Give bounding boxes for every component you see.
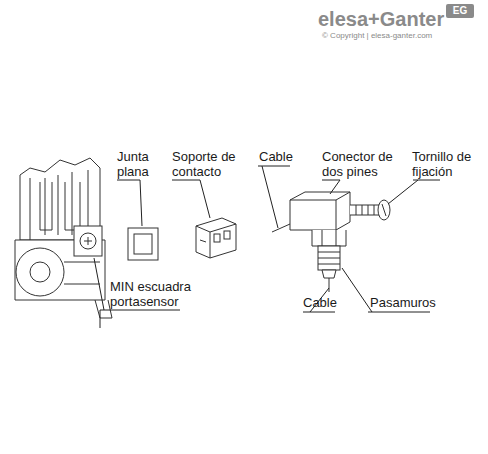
part-label: Conector de dos pines (322, 150, 402, 180)
leader-lines (94, 166, 440, 328)
logo-text: elesa+Ganter (318, 8, 444, 31)
part-label: MIN escuadra portasensor (110, 280, 198, 310)
flat-gasket (128, 228, 158, 260)
contact-holder (196, 218, 236, 258)
logo-text: © Copyright | elesa-ganter.com (322, 31, 432, 40)
part-label: Cable (259, 150, 293, 165)
part-label: Pasamuros (370, 296, 436, 311)
part-label: Tornillo de fijación (412, 150, 484, 180)
part-label: Junta plana (117, 150, 165, 180)
connector (272, 192, 390, 292)
logo-badge (446, 4, 474, 18)
logo-text: EG (449, 5, 471, 17)
part-label: Soporte de contacto (172, 150, 244, 180)
sensor-bracket (74, 226, 102, 256)
housing (15, 158, 112, 318)
part-label: Cable (303, 296, 337, 311)
